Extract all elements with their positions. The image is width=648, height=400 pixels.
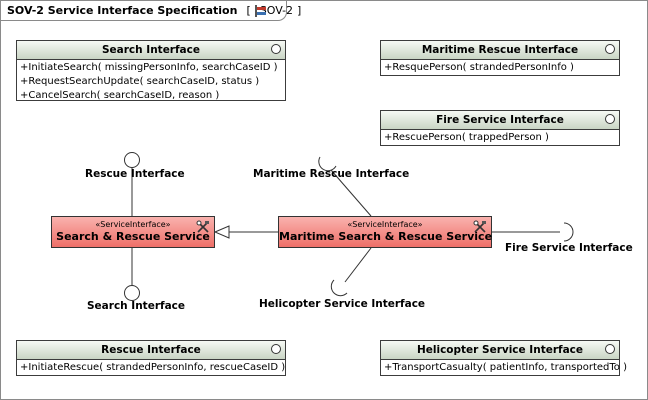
search-rescue-service-class[interactable]: «ServiceInterface» Search & Rescue Servi… bbox=[51, 216, 215, 248]
operation: +InitiateSearch( missingPersonInfo, sear… bbox=[20, 62, 278, 73]
rescue-lollipop-ball bbox=[124, 152, 140, 168]
search-interface-operations: +InitiateSearch( missingPersonInfo, sear… bbox=[17, 60, 285, 104]
fire-service-port-label: Fire Service Interface bbox=[505, 242, 633, 254]
helicopter-service-interface-name: Helicopter Service Interface bbox=[416, 344, 584, 356]
maritime-rescue-interface-name: Maritime Rescue Interface bbox=[421, 44, 579, 56]
maritime-search-rescue-service-name: Maritime Search & Rescue Service bbox=[279, 230, 493, 243]
helicopter-service-interface-header: Helicopter Service Interface bbox=[381, 341, 619, 360]
diagram-icon bbox=[254, 4, 266, 17]
helicopter-service-interface-operations: +TransportCasualty( patientInfo, transpo… bbox=[381, 360, 627, 376]
operation: +RequestSearchUpdate( searchCaseID, stat… bbox=[20, 76, 260, 87]
maritime-socket-stem bbox=[330, 169, 372, 217]
rescue-interface-port-label: Rescue Interface bbox=[85, 168, 185, 180]
operation: +ResquePerson( strandedPersonInfo ) bbox=[384, 62, 574, 73]
search-interface-name: Search Interface bbox=[101, 44, 200, 56]
interface-icon bbox=[271, 44, 281, 54]
service-stereotype: «ServiceInterface» bbox=[95, 220, 171, 229]
search-rescue-service-name: Search & Rescue Service bbox=[56, 230, 210, 243]
search-interface-port-label: Search Interface bbox=[87, 300, 186, 312]
diagram-tag: SOV-2 bbox=[259, 4, 294, 17]
helicopter-service-port-label: Helicopter Service Interface bbox=[259, 298, 426, 310]
interface-icon bbox=[271, 344, 281, 354]
maritime-search-rescue-service-class[interactable]: «ServiceInterface» Maritime Search & Res… bbox=[278, 216, 492, 248]
service-stereotype: «ServiceInterface» bbox=[347, 220, 423, 229]
search-interface-header: Search Interface bbox=[17, 41, 285, 60]
helicopter-service-interface-class[interactable]: Helicopter Service Interface +TransportC… bbox=[380, 340, 627, 376]
operation: +InitiateRescue( strandedPersonInfo, res… bbox=[20, 362, 286, 373]
rescue-interface-operations: +InitiateRescue( strandedPersonInfo, res… bbox=[17, 360, 285, 376]
tools-icon bbox=[196, 220, 209, 233]
interface-icon bbox=[605, 344, 615, 354]
operation: +CancelSearch( searchCaseID, reason ) bbox=[20, 90, 220, 101]
operation: +RescuePerson( trappedPerson ) bbox=[384, 132, 549, 143]
operation: +TransportCasualty( patientInfo, transpo… bbox=[384, 362, 627, 373]
search-lollipop-ball bbox=[124, 285, 140, 301]
interface-icon bbox=[605, 114, 615, 124]
fire-service-interface-operations: +RescuePerson( trappedPerson ) bbox=[381, 130, 619, 146]
rescue-interface-class[interactable]: Rescue Interface +InitiateRescue( strand… bbox=[16, 340, 286, 376]
generalization-arrowhead bbox=[213, 225, 230, 239]
rescue-interface-header: Rescue Interface bbox=[17, 341, 285, 360]
maritime-rescue-interface-header: Maritime Rescue Interface bbox=[381, 41, 619, 60]
fire-service-interface-name: Fire Service Interface bbox=[436, 114, 564, 126]
search-interface-class[interactable]: Search Interface +InitiateSearch( missin… bbox=[16, 40, 286, 101]
fire-socket-cup bbox=[563, 222, 574, 242]
maritime-rescue-interface-operations: +ResquePerson( strandedPersonInfo ) bbox=[381, 60, 619, 76]
tools-icon bbox=[473, 220, 486, 233]
maritime-rescue-interface-class[interactable]: Maritime Rescue Interface +ResquePerson(… bbox=[380, 40, 620, 76]
rescue-interface-name: Rescue Interface bbox=[101, 344, 201, 356]
helicopter-socket-cup bbox=[330, 279, 348, 297]
maritime-rescue-port-label: Maritime Rescue Interface bbox=[253, 168, 410, 180]
interface-icon bbox=[605, 44, 615, 54]
fire-service-interface-header: Fire Service Interface bbox=[381, 111, 619, 130]
frame-title-tab: SOV-2 Service Interface Specification [ … bbox=[1, 1, 301, 21]
tag-open-bracket: [ bbox=[246, 4, 251, 17]
tag-close-bracket: ] bbox=[297, 4, 302, 17]
maritime-socket-cup bbox=[318, 156, 337, 172]
diagram-title: SOV-2 Service Interface Specification bbox=[7, 4, 238, 17]
fire-service-interface-class[interactable]: Fire Service Interface +RescuePerson( tr… bbox=[380, 110, 620, 146]
helicopter-socket-stem bbox=[344, 247, 372, 283]
